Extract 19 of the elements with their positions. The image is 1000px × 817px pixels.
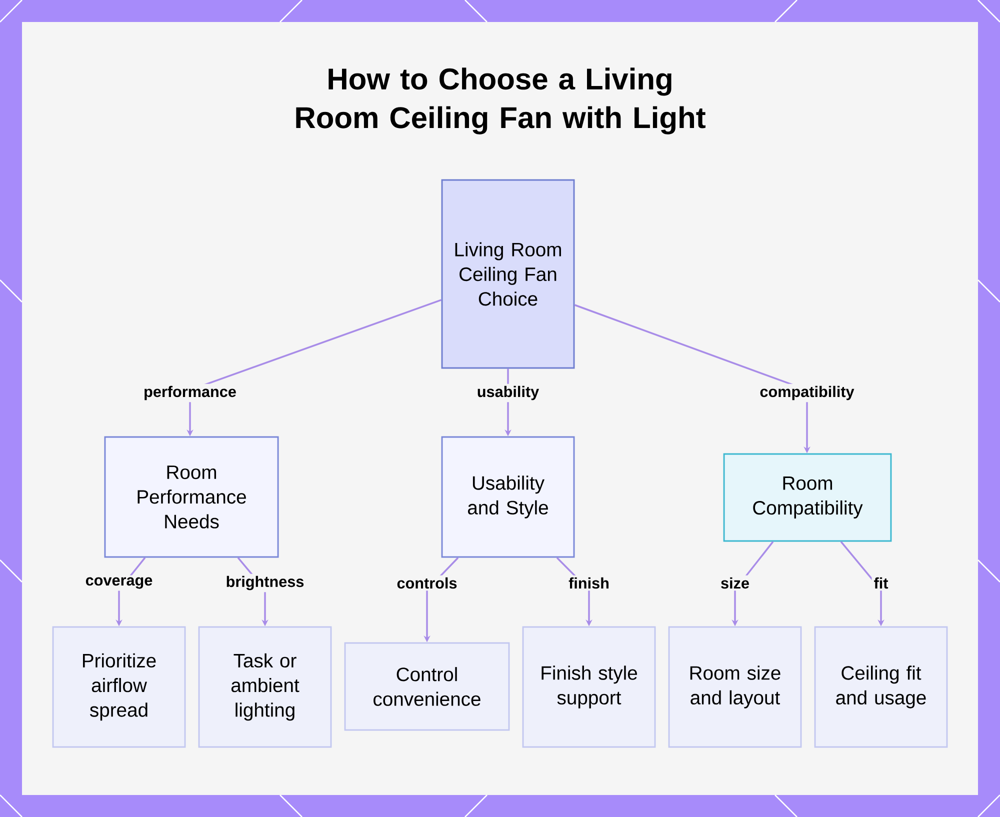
topic-box: Finish style support <box>522 626 656 748</box>
topic-box: Control convenience <box>344 642 510 731</box>
edge-label: finish <box>566 575 612 591</box>
topic-box: Room Performance Needs <box>104 436 279 558</box>
topic-box: Living Room Ceiling Fan Choice <box>441 179 575 369</box>
topic-box: Prioritize airflow spread <box>52 626 186 748</box>
edge-label: brightness <box>224 574 306 592</box>
edge-label: controls <box>394 575 460 591</box>
topic-box: Room size and layout <box>668 626 802 748</box>
edge-label: usability <box>474 384 542 402</box>
topic-box: Ceiling fit and usage <box>814 626 948 748</box>
title: How to Choose a Living Room Ceiling Fan with Light <box>296 68 706 134</box>
topic-box: Task or ambient lighting <box>198 626 332 748</box>
edge-label: size <box>718 575 752 591</box>
edge-label: performance <box>142 384 238 402</box>
edge-label: compatibility <box>758 384 856 402</box>
edge-label: coverage <box>83 575 155 591</box>
topic-box: Usability and Style <box>441 436 575 558</box>
topic-box: Room Compatibility <box>723 453 892 542</box>
